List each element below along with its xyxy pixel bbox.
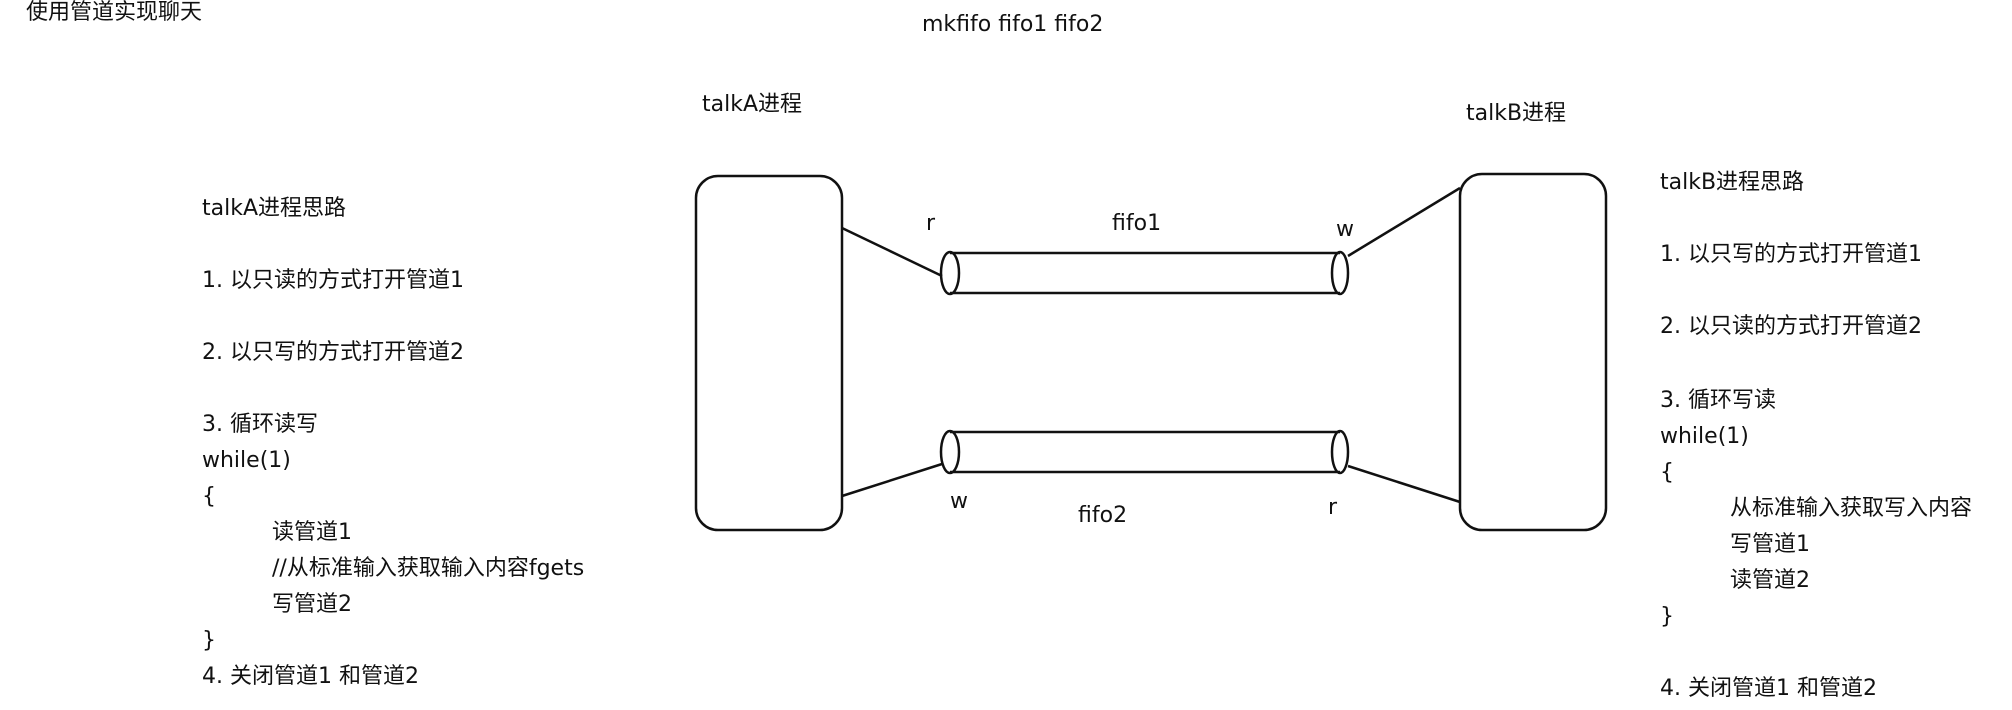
talkB-loop-line-3: 读管道2	[1730, 568, 1810, 593]
talkA-brace-open: {	[202, 484, 216, 509]
talkB-brace-open: {	[1660, 460, 1674, 485]
talkA-step-4: 4. 关闭管道1 和管道2	[202, 664, 419, 689]
talkA-loop-line-3: 写管道2	[272, 592, 352, 617]
talkA-fifo1-connector	[841, 226, 943, 278]
talkB-heading: talkB进程思路	[1660, 170, 1805, 195]
talkB-step-3: 3. 循环写读	[1660, 388, 1776, 413]
talkA-loop-line-1: 读管道1	[272, 520, 352, 545]
talkA-process-box	[694, 174, 844, 532]
talkA-step-1: 1. 以只读的方式打开管道1	[202, 268, 464, 293]
talkB-step-4: 4. 关闭管道1 和管道2	[1660, 676, 1877, 701]
talkB-fifo1-connector	[1347, 186, 1461, 258]
talkB-brace-close: }	[1660, 604, 1674, 629]
talkA-brace-close: }	[202, 628, 216, 653]
fifo1-read-end-label: r	[926, 211, 936, 236]
talkB-fifo2-connector	[1347, 464, 1461, 504]
talkB-process-label: talkB进程	[1466, 101, 1567, 126]
mkfifo-command: mkfifo fifo1 fifo2	[922, 12, 1104, 37]
fifo1-label: fifo1	[1112, 211, 1161, 236]
fifo2-read-end-label: r	[1328, 495, 1338, 520]
talkA-process-label: talkA进程	[702, 92, 803, 117]
talkA-step-3: 3. 循环读写	[202, 412, 318, 437]
fifo2-label: fifo2	[1078, 503, 1127, 528]
fifo1-write-end-label: w	[1336, 217, 1354, 242]
fifo2-pipe	[939, 429, 1350, 475]
talkB-step-2: 2. 以只读的方式打开管道2	[1660, 314, 1922, 339]
talkB-while: while(1)	[1660, 424, 1749, 449]
page-title: 使用管道实现聊天	[26, 0, 203, 25]
talkA-loop-line-2: //从标准输入获取输入内容fgets	[272, 556, 585, 581]
talkB-loop-line-1: 从标准输入获取写入内容	[1730, 496, 1973, 521]
talkA-fifo2-connector	[841, 462, 943, 498]
fifo1-pipe	[939, 250, 1350, 296]
talkB-step-1: 1. 以只写的方式打开管道1	[1660, 242, 1922, 267]
talkB-loop-line-2: 写管道1	[1730, 532, 1810, 557]
talkA-heading: talkA进程思路	[202, 196, 347, 221]
talkA-step-2: 2. 以只写的方式打开管道2	[202, 340, 464, 365]
fifo2-write-end-label: w	[950, 489, 968, 514]
talkA-while: while(1)	[202, 448, 291, 473]
talkB-process-box	[1458, 172, 1608, 532]
